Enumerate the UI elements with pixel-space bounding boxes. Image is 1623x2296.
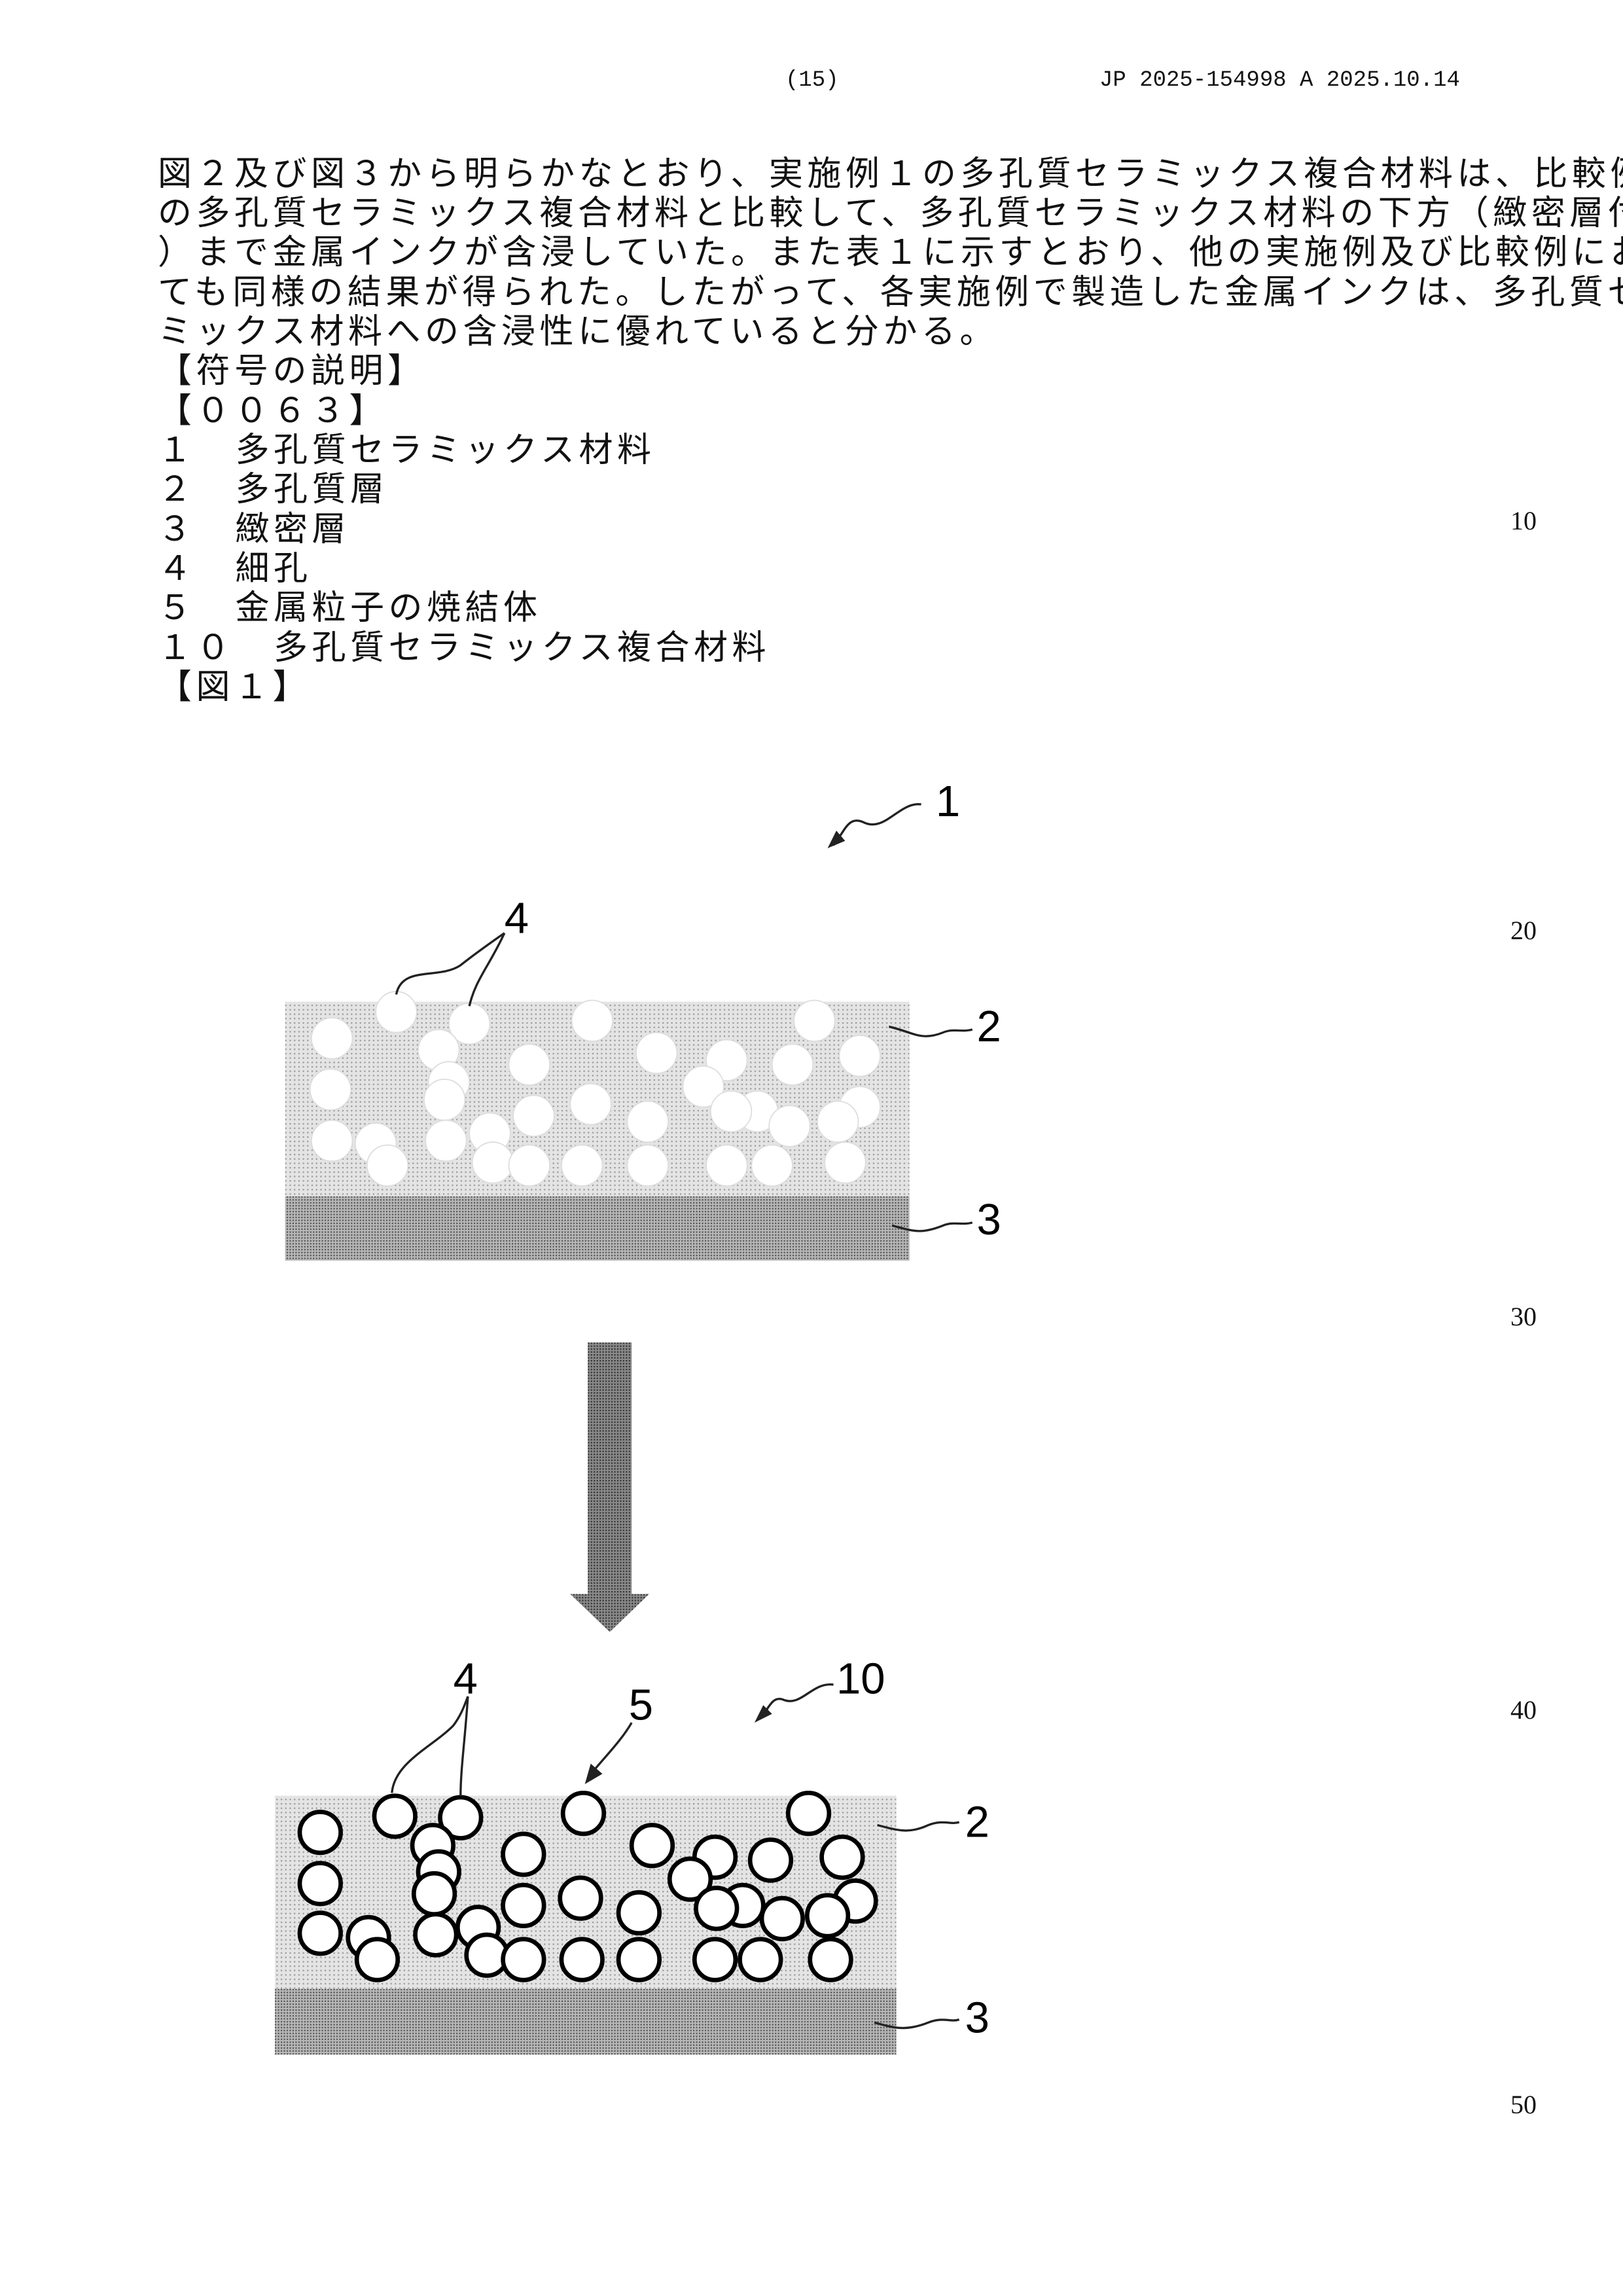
pore xyxy=(751,1145,793,1187)
pore xyxy=(509,1044,550,1085)
metal-filled-pore xyxy=(357,1939,398,1981)
label-sintered-metal: 5 xyxy=(629,1681,653,1730)
pore xyxy=(570,1084,611,1125)
pore xyxy=(794,1000,835,1041)
label-pores: 4 xyxy=(454,1654,478,1703)
metal-filled-pore xyxy=(562,1939,603,1981)
metal-filled-pore xyxy=(696,1888,737,1929)
label-material: 1 xyxy=(936,777,960,826)
pore xyxy=(312,1121,353,1162)
metal-filled-pore xyxy=(740,1939,781,1981)
metal-filled-pore xyxy=(694,1939,736,1981)
metal-filled-pore xyxy=(618,1892,660,1933)
metal-filled-pore xyxy=(560,1878,601,1919)
metal-filled-pore xyxy=(632,1825,673,1866)
metal-filled-pore xyxy=(503,1939,544,1981)
pore xyxy=(825,1142,866,1183)
metal-filled-pore xyxy=(810,1939,851,1981)
label-pores: 4 xyxy=(505,894,529,943)
leader-line xyxy=(396,933,504,1007)
label-composite: 10 xyxy=(836,1654,885,1703)
pore xyxy=(769,1105,810,1147)
pore xyxy=(627,1102,668,1143)
metal-filled-pore xyxy=(374,1796,416,1837)
metal-filled-pore xyxy=(300,1863,341,1905)
porous-ceramic-composite xyxy=(275,1793,897,2054)
leader-line xyxy=(392,1696,468,1796)
metal-filled-pore xyxy=(762,1898,803,1939)
process-arrow-icon xyxy=(570,1342,649,1632)
pore xyxy=(310,1069,351,1110)
leader-line xyxy=(834,804,921,846)
pore xyxy=(706,1145,747,1187)
metal-filled-pore xyxy=(618,1939,660,1981)
label-porous-layer: 2 xyxy=(965,1797,990,1846)
metal-filled-pore xyxy=(563,1793,604,1834)
pore xyxy=(425,1121,467,1162)
pore xyxy=(627,1145,668,1187)
dense-layer xyxy=(275,1989,897,2055)
arrowhead-icon xyxy=(585,1764,603,1784)
metal-filled-pore xyxy=(822,1837,863,1878)
metal-filled-pore xyxy=(503,1834,544,1875)
pore xyxy=(513,1096,554,1137)
pore xyxy=(312,1018,353,1059)
pore xyxy=(572,1000,613,1041)
label-dense-layer: 3 xyxy=(965,1994,990,2043)
pore xyxy=(367,1145,408,1187)
metal-filled-pore xyxy=(416,1914,457,1956)
metal-filled-pore xyxy=(807,1895,848,1937)
pore xyxy=(839,1035,880,1077)
metal-filled-pore xyxy=(503,1885,544,1926)
dense-layer xyxy=(285,1196,910,1261)
pore xyxy=(711,1091,752,1132)
pore xyxy=(817,1102,859,1143)
metal-filled-pore xyxy=(414,1873,455,1914)
arrowhead-icon xyxy=(755,1705,772,1723)
metal-filled-pore xyxy=(300,1913,341,1954)
pore xyxy=(376,992,417,1033)
metal-filled-pore xyxy=(788,1793,829,1834)
porous-ceramic-material xyxy=(285,992,910,1261)
leader-line xyxy=(592,1723,632,1772)
label-dense-layer: 3 xyxy=(976,1195,1001,1244)
pore xyxy=(562,1145,603,1187)
metal-filled-pore xyxy=(750,1840,791,1881)
pore xyxy=(636,1032,677,1073)
label-porous-layer: 2 xyxy=(976,1002,1001,1051)
pore xyxy=(424,1079,465,1121)
metal-filled-pore xyxy=(300,1812,341,1853)
pore xyxy=(509,1145,550,1187)
pore xyxy=(772,1044,813,1085)
pore xyxy=(473,1142,514,1183)
